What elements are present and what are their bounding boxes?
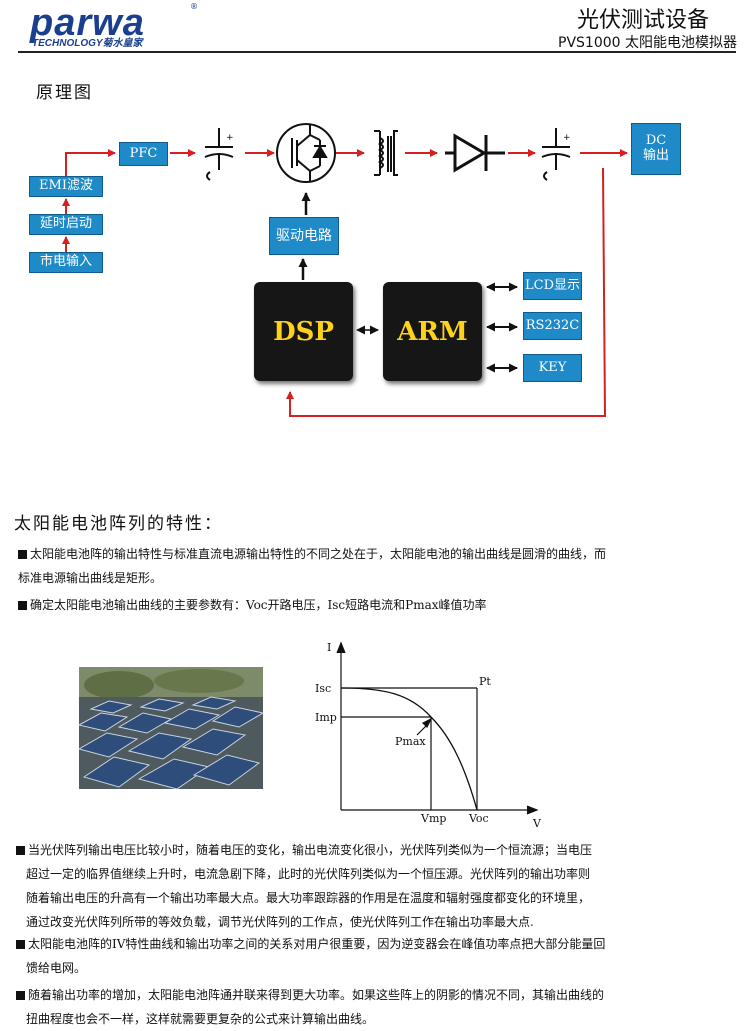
igbt-switch-icon [276,123,336,183]
paragraph-1-line-2: 标准电源输出曲线是矩形。 [18,571,163,585]
paragraph-1: 太阳能电池阵的输出特性与标准直流电源输出特性的不同之处在于，太阳能电池的输出曲线… [18,542,748,566]
iv-curve [340,687,478,811]
page-subtitle: PVS1000 太阳能电池模拟器 [558,35,737,51]
lcd-display-block: LCD显示 [523,272,582,300]
solar-panel-photo [79,667,263,789]
paragraph-4-line-2: 馈给电网。 [26,961,87,975]
dc-output-label-1: DC [645,133,667,149]
vmp-label: Vmp [420,812,446,825]
dc-output-block: DC 输出 [631,123,681,175]
imp-label: Imp [315,711,337,724]
dsp-chip: DSP [254,282,353,381]
isc-label: Isc [315,682,331,695]
paragraph-3-line-1: 当光伏阵列输出电压比较小时，随着电压的变化，输出电流变化很小，光伏阵列类似为一个… [16,838,592,862]
pmax-label: Pmax [395,735,426,748]
drive-circuit-block: 驱动电路 [269,217,339,255]
characteristics-heading: 太阳能电池阵列的特性： [14,514,223,534]
capacitor-icon [204,128,234,181]
paragraph-4: 太阳能电池阵的IV特性曲线和输出功率之间的关系对用户很重要，因为逆变器会在峰值功… [16,932,605,980]
voc-label: Voc [468,812,489,825]
paragraph-3: 当光伏阵列输出电压比较小时，随着电压的变化，输出电流变化很小，光伏阵列类似为一个… [16,838,592,934]
output-capacitor-icon [541,128,571,181]
svg-text:+: + [563,133,571,143]
paragraph-3-line-2: 超过一定的临界值继续上升时，电流急剧下降，此时的光伏阵列类似为一个恒压源。光伏阵… [26,867,591,881]
rs232c-block: RS232C [523,312,582,340]
paragraph-4-line-1: 太阳能电池阵的IV特性曲线和输出功率之间的关系对用户很重要，因为逆变器会在峰值功… [16,932,605,956]
page-title: 光伏测试设备 [576,8,709,33]
emi-filter-block: EMI滤波 [29,176,103,197]
mains-input-block: 市电输入 [29,252,103,273]
paragraph-2: 确定太阳能电池输出曲线的主要参数有：Voc开路电压，Isc短路电流和Pmax峰值… [18,593,487,617]
header-divider [18,51,736,53]
schematic-wiring: + + [62,123,628,417]
paragraph-2-text: 确定太阳能电池输出曲线的主要参数有：Voc开路电压，Isc短路电流和Pmax峰值… [18,598,487,612]
delay-start-block: 延时启动 [29,214,103,235]
paragraph-1-line-1: 太阳能电池阵的输出特性与标准直流电源输出特性的不同之处在于，太阳能电池的输出曲线… [18,542,748,566]
paragraph-5: 随着输出功率的增加，太阳能电池阵通并联来得到更大功率。如果这些阵上的阴影的情况不… [16,983,604,1031]
brand-tagline: TECHNOLOGY菊水皇家 [32,38,143,49]
diode-icon [445,133,505,173]
paragraph-5-line-1: 随着输出功率的增加，太阳能电池阵通并联来得到更大功率。如果这些阵上的阴影的情况不… [16,983,604,1007]
dc-output-label-2: 输出 [642,148,669,163]
x-axis-label: V [532,817,542,830]
brand-logo: parwa [30,2,145,44]
arm-chip: ARM [383,282,482,381]
registered-mark: ® [190,2,198,11]
key-block: KEY [523,354,582,382]
y-axis-label: I [327,641,331,654]
transformer-icon [374,130,398,176]
pfc-block: PFC [119,142,168,166]
principle-heading: 原理图 [36,83,93,103]
iv-curve-chart: I V Isc Imp Pt Pmax Vmp Voc [315,641,542,830]
paragraph-3-line-4: 通过改变光伏阵列所带的等效负载，调节光伏阵列的工作点，使光伏阵列工作在输出功率最… [26,915,534,929]
paragraph-3-line-3: 随着输出电压的升高有一个输出功率最大点。最大功率跟踪器的作用是在温度和辐射强度都… [26,891,591,905]
svg-text:+: + [226,133,234,143]
pt-label: Pt [479,675,491,688]
paragraph-5-line-2: 扭曲程度也会不一样，这样就需要更复杂的公式来计算输出曲线。 [26,1012,375,1026]
